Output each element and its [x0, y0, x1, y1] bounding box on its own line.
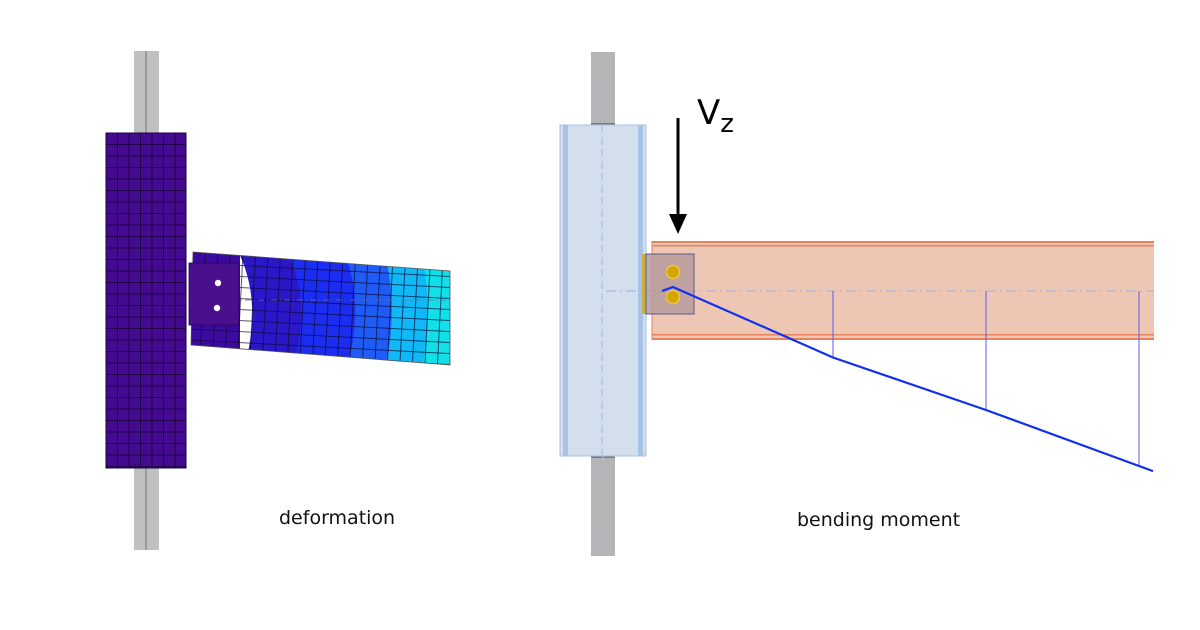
column-stub-bottom	[591, 456, 615, 556]
bolt-hole-icon	[214, 279, 222, 287]
end-plate-deformed	[188, 262, 240, 326]
bolt-hole-icon	[213, 304, 221, 312]
meshed-column	[105, 132, 187, 469]
load-arrow-icon	[669, 118, 687, 234]
deformation-panel	[105, 51, 451, 550]
column-stub-top	[591, 52, 615, 126]
column-stub-bottom	[134, 468, 159, 550]
bolt-icon	[665, 264, 681, 280]
bolt-icon	[665, 289, 681, 305]
load-label: Vz	[697, 96, 734, 137]
deformation-caption: deformation	[279, 507, 396, 529]
end-plate	[642, 253, 695, 315]
bending-moment-caption: bending moment	[797, 509, 961, 531]
load-label-symbol: V	[697, 93, 721, 133]
moment-line	[661, 285, 1154, 473]
load-label-subscript: z	[720, 109, 734, 139]
column-stub-top	[134, 51, 159, 133]
moment-diagram	[661, 285, 1154, 473]
bending-moment-panel	[559, 52, 1154, 556]
